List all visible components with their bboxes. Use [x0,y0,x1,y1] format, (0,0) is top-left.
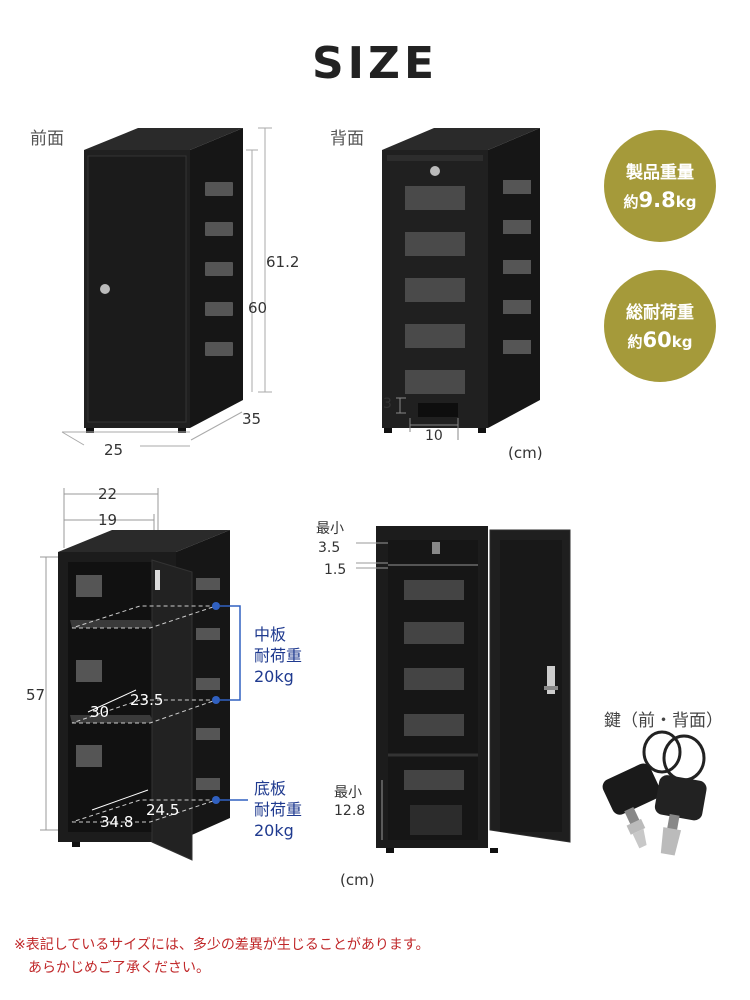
bottom-depth: 34.8 [100,813,134,831]
load-badge-unit: kg [671,333,693,351]
bottom-shelf-load: 底板 耐荷重 20kg [254,778,302,841]
weight-badge-label: 製品重量 [626,163,694,183]
interior-width-outer: 22 [98,485,118,503]
weight-badge: 製品重量 約9.8kg [604,130,716,242]
back-slot-height: 3 [383,396,392,412]
bottom-shelf-l2: 耐荷重 [254,800,303,819]
interior-width-inner: 19 [98,511,118,529]
page-title: SIZE [311,38,439,89]
weight-badge-value: 9.8 [638,188,676,212]
open-min-value-1: 3.5 [318,540,341,556]
front-height-body: 60 [248,299,268,317]
disclaimer-line-2: あらかじめご了承ください。 [28,960,210,976]
middle-shelf-l3: 20kg [254,667,294,686]
unit-label-bottom: (cm) [340,871,375,889]
back-view-label: 背面 [330,129,364,149]
unit-label-top: (cm) [508,444,543,462]
front-view-label: 前面 [30,129,64,149]
open-min-value-2: 12.8 [334,803,366,819]
load-badge-prefix: 約 [627,333,643,351]
open-min-label-1: 最小 [316,521,344,537]
open-min-label-2: 最小 [334,785,362,801]
key-label: 鍵（前・背面） [604,711,723,731]
open-gap-value: 1.5 [324,562,347,578]
weight-badge-unit: kg [675,193,697,211]
load-badge: 総耐荷重 約60kg [604,270,716,382]
middle-shelf-load: 中板 耐荷重 20kg [254,624,302,687]
front-width: 25 [104,441,124,459]
shelf-width: 23.5 [130,691,164,709]
back-slot-width: 10 [425,428,443,444]
bottom-width: 24.5 [146,801,180,819]
front-depth: 35 [242,410,262,428]
weight-badge-prefix: 約 [623,193,639,211]
bottom-shelf-l3: 20kg [254,821,294,840]
interior-height: 57 [26,686,46,704]
interior-depth: 30 [90,703,110,721]
front-height-outer: 61.2 [266,253,300,271]
disclaimer-note: ※表記しているサイズには、多少の差異が生じることがあります。 あらかじめご了承く… [14,934,430,980]
disclaimer-line-1: ※表記しているサイズには、多少の差異が生じることがあります。 [14,937,430,953]
load-badge-value: 60 [642,328,672,352]
middle-shelf-l2: 耐荷重 [254,646,303,665]
middle-shelf-l1: 中板 [254,625,287,644]
bottom-shelf-l1: 底板 [254,779,287,798]
load-badge-label: 総耐荷重 [626,303,694,323]
